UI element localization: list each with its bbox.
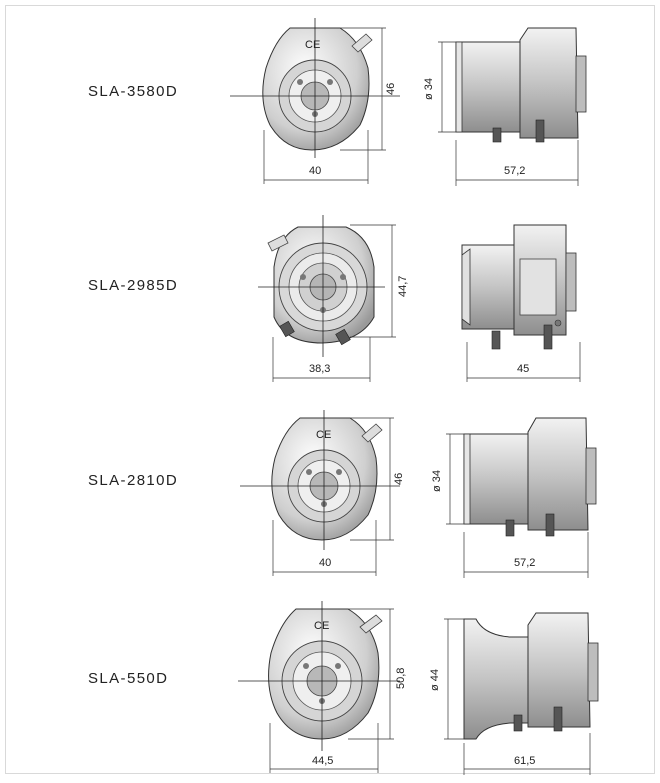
side-view: ø 34 57,2: [431, 417, 597, 578]
width-dimension: 40: [319, 557, 331, 569]
lens-row-3: SLA-2810D CE 40 46: [0, 390, 660, 585]
lens-drawing: 38,3 44,7 45: [258, 215, 581, 382]
model-label: SLA-2985D: [88, 277, 179, 294]
drawing-frame: [5, 5, 655, 774]
side-view: ø 44 61,5: [429, 612, 599, 775]
height-dimension: 46: [393, 473, 405, 485]
width-dimension: 38,3: [309, 363, 330, 375]
lens-drawing: CE 44,5 50,8 ø 44 61,5: [238, 601, 599, 775]
lens-row-2: SLA-2985D 38,3: [0, 197, 660, 392]
lens-row-1: SLA-3580D CE 40: [0, 0, 660, 195]
diameter-dimension: ø 34: [423, 78, 435, 100]
lens-drawing: CE 40 46 ø 34: [230, 18, 587, 186]
front-view: CE 44,5 50,8: [238, 601, 407, 773]
front-view: CE 40 46: [230, 18, 400, 184]
length-dimension: 57,2: [504, 165, 525, 177]
ce-mark: CE: [305, 39, 320, 51]
lens-drawing: CE 40 46 ø 34 57,2: [240, 410, 597, 578]
front-view: 38,3 44,7: [258, 215, 409, 382]
side-view: 45: [461, 224, 581, 382]
length-dimension: 57,2: [514, 557, 535, 569]
side-view: ø 34 57,2: [423, 27, 587, 186]
width-dimension: 44,5: [312, 755, 333, 767]
height-dimension: 50,8: [395, 668, 407, 689]
height-dimension: 46: [385, 83, 397, 95]
diameter-dimension: ø 44: [429, 669, 441, 691]
lens-row-4: SLA-550D CE 44,5 50,: [0, 583, 660, 778]
length-dimension: 61,5: [514, 755, 535, 767]
length-dimension: 45: [517, 363, 529, 375]
model-label: SLA-3580D: [88, 83, 179, 100]
model-label: SLA-550D: [88, 670, 169, 687]
model-label: SLA-2810D: [88, 472, 179, 489]
height-dimension: 44,7: [397, 276, 409, 297]
diameter-dimension: ø 34: [431, 470, 443, 492]
width-dimension: 40: [309, 165, 321, 177]
front-view: CE 40 46: [240, 410, 405, 576]
